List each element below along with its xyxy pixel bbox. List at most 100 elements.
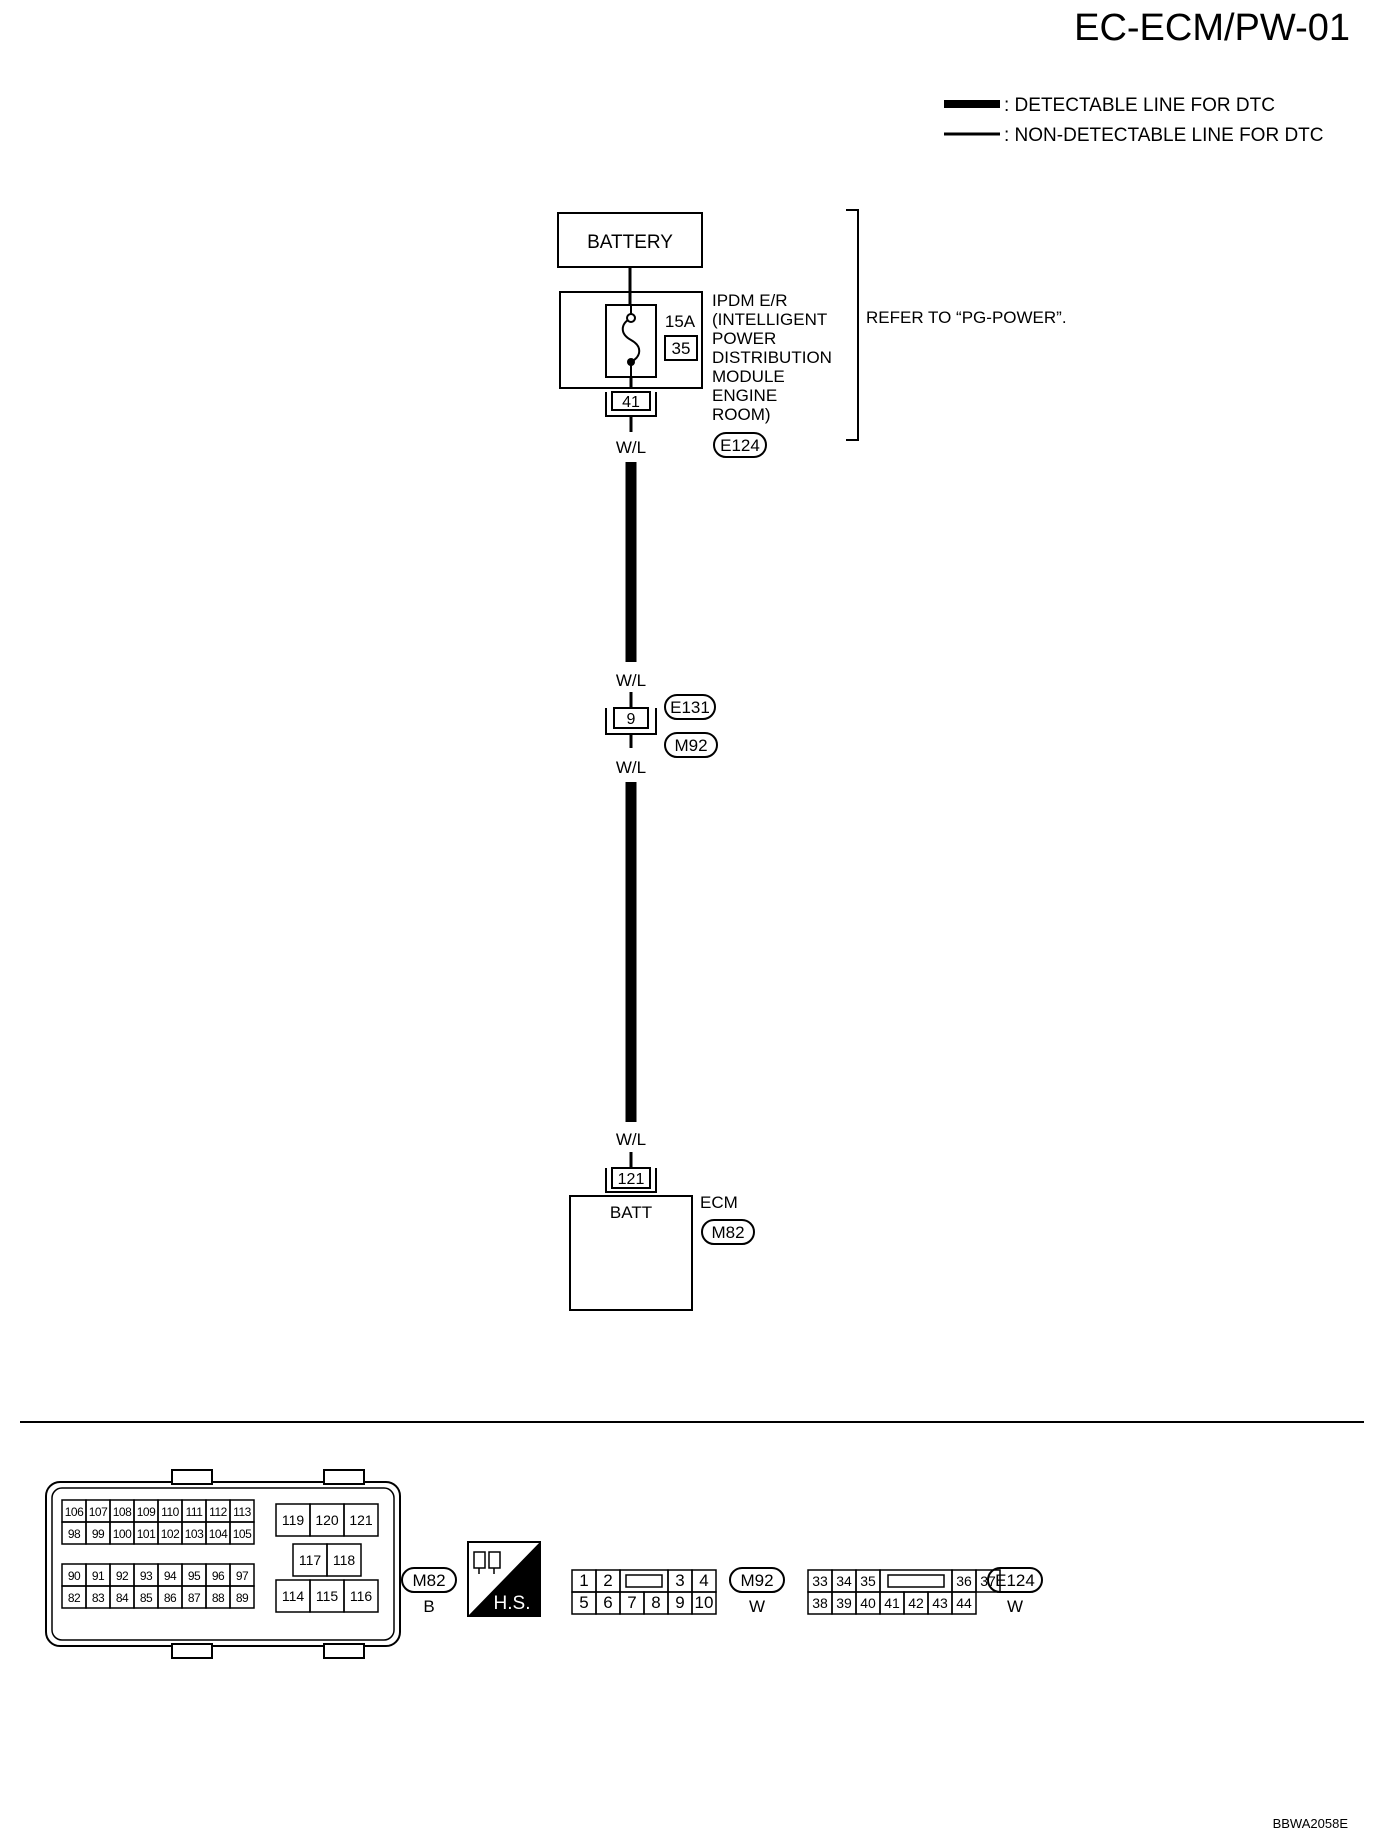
svg-text:35: 35 <box>860 1573 876 1589</box>
m92-pin-5: 5 <box>571 1591 597 1615</box>
m82-pin-115: 115 <box>309 1579 345 1613</box>
m82-pin-101: 101 <box>133 1521 159 1545</box>
hs-label: H.S. <box>494 1593 531 1614</box>
ecm-pin-name: BATT <box>610 1203 652 1222</box>
e124-pin-35: 35 <box>855 1569 881 1593</box>
refer-text: REFER TO “PG-POWER”. <box>866 308 1067 327</box>
svg-text:84: 84 <box>116 1591 129 1605</box>
ecm-connector: M82 <box>711 1223 744 1242</box>
svg-text:38: 38 <box>812 1595 828 1611</box>
svg-text:34: 34 <box>836 1573 852 1589</box>
svg-text:89: 89 <box>236 1591 249 1605</box>
ecm-pin: 121 <box>618 1171 645 1188</box>
ipdm-name-5: MODULE <box>712 367 785 386</box>
m82-pin-83: 83 <box>85 1585 111 1609</box>
m82-pin-102: 102 <box>157 1521 183 1545</box>
m82-pin-117: 117 <box>292 1543 328 1577</box>
svg-text:100: 100 <box>113 1527 132 1541</box>
svg-text:121: 121 <box>349 1512 373 1528</box>
svg-text:110: 110 <box>161 1505 179 1519</box>
svg-text:4: 4 <box>699 1571 708 1590</box>
svg-text:8: 8 <box>651 1593 660 1612</box>
joint-connector-bottom: M92 <box>674 736 707 755</box>
e124-pin-38: 38 <box>807 1591 833 1615</box>
svg-text:1: 1 <box>579 1571 588 1590</box>
svg-text:44: 44 <box>956 1595 972 1611</box>
m82-pin-89: 89 <box>229 1585 255 1609</box>
m82-pin-121: 121 <box>343 1503 379 1537</box>
ipdm-name-6: ENGINE <box>712 386 777 405</box>
m82-pin-106: 106 <box>61 1499 87 1523</box>
page-id: EC-ECM/PW-01 <box>1074 7 1350 49</box>
legend: : DETECTABLE LINE FOR DTC : NON-DETECTAB… <box>944 95 1324 146</box>
svg-text:6: 6 <box>603 1593 612 1612</box>
svg-text:111: 111 <box>186 1505 204 1519</box>
svg-text:39: 39 <box>836 1595 852 1611</box>
m82-pin-88: 88 <box>205 1585 231 1609</box>
wire-color-3: W/L <box>616 758 646 777</box>
battery: BATTERY <box>557 212 703 268</box>
svg-text:85: 85 <box>140 1591 153 1605</box>
svg-text:118: 118 <box>333 1552 356 1568</box>
m92-pin-1: 1 <box>571 1569 597 1593</box>
svg-text:117: 117 <box>299 1552 322 1568</box>
svg-text:101: 101 <box>137 1527 156 1541</box>
m82-pin-119: 119 <box>275 1503 311 1537</box>
m82-pin-85: 85 <box>133 1585 159 1609</box>
svg-text:82: 82 <box>68 1591 81 1605</box>
legend-detectable: : DETECTABLE LINE FOR DTC <box>1004 95 1275 116</box>
m82-pin-116: 116 <box>343 1579 379 1613</box>
ipdm-er: 15A 35 41 IPDM E/R (INTELLIGENT POWER DI… <box>559 291 832 458</box>
svg-text:90: 90 <box>68 1569 81 1583</box>
m92-pin-8: 8 <box>643 1591 669 1615</box>
svg-text:116: 116 <box>350 1588 373 1604</box>
svg-text:91: 91 <box>92 1569 105 1583</box>
e124-pin-40: 40 <box>855 1591 881 1615</box>
m92-key-slot <box>619 1569 669 1593</box>
e124-pin-39: 39 <box>831 1591 857 1615</box>
m82-pin-97: 97 <box>229 1563 255 1587</box>
m92-pin-4: 4 <box>691 1569 717 1593</box>
svg-text:36: 36 <box>956 1573 972 1589</box>
m82-pin-99: 99 <box>85 1521 111 1545</box>
m82-pin-103: 103 <box>181 1521 207 1545</box>
e124-id: E124 <box>995 1571 1035 1590</box>
m92-id: M92 <box>740 1571 773 1590</box>
joint-connector: 9 E131 M92 <box>605 694 718 758</box>
svg-text:113: 113 <box>233 1505 251 1519</box>
fuse-number: 35 <box>672 339 691 358</box>
legend-non-detectable: : NON-DETECTABLE LINE FOR DTC <box>1004 125 1324 146</box>
svg-text:102: 102 <box>161 1527 180 1541</box>
m82-pin-82: 82 <box>61 1585 87 1609</box>
svg-text:93: 93 <box>140 1569 153 1583</box>
wire-color-4: W/L <box>616 1130 646 1149</box>
m82-pin-92: 92 <box>109 1563 135 1587</box>
svg-text:86: 86 <box>164 1591 177 1605</box>
svg-text:99: 99 <box>92 1527 105 1541</box>
e124-pin-41: 41 <box>879 1591 905 1615</box>
svg-text:83: 83 <box>92 1591 105 1605</box>
m92-pin-10: 10 <box>691 1591 717 1615</box>
refer-bracket <box>846 209 859 441</box>
figure-code: BBWA2058E <box>1273 1816 1349 1831</box>
svg-text:105: 105 <box>233 1527 252 1541</box>
m82-pin-109: 109 <box>133 1499 159 1523</box>
svg-text:33: 33 <box>812 1573 828 1589</box>
svg-text:41: 41 <box>884 1595 900 1611</box>
m92-pin-2: 2 <box>595 1569 621 1593</box>
battery-label: BATTERY <box>587 232 673 253</box>
svg-text:43: 43 <box>932 1595 948 1611</box>
svg-text:107: 107 <box>89 1505 108 1519</box>
m82-pin-118: 118 <box>326 1543 362 1577</box>
wire-color-1: W/L <box>616 438 646 457</box>
svg-text:114: 114 <box>282 1588 305 1604</box>
m82-pin-112: 112 <box>205 1499 231 1523</box>
svg-text:92: 92 <box>116 1569 129 1583</box>
joint-pin: 9 <box>627 711 636 728</box>
svg-text:7: 7 <box>627 1593 636 1612</box>
m82-pin-113: 113 <box>229 1499 255 1523</box>
svg-text:5: 5 <box>579 1593 588 1612</box>
ipdm-name-4: DISTRIBUTION <box>712 348 832 367</box>
